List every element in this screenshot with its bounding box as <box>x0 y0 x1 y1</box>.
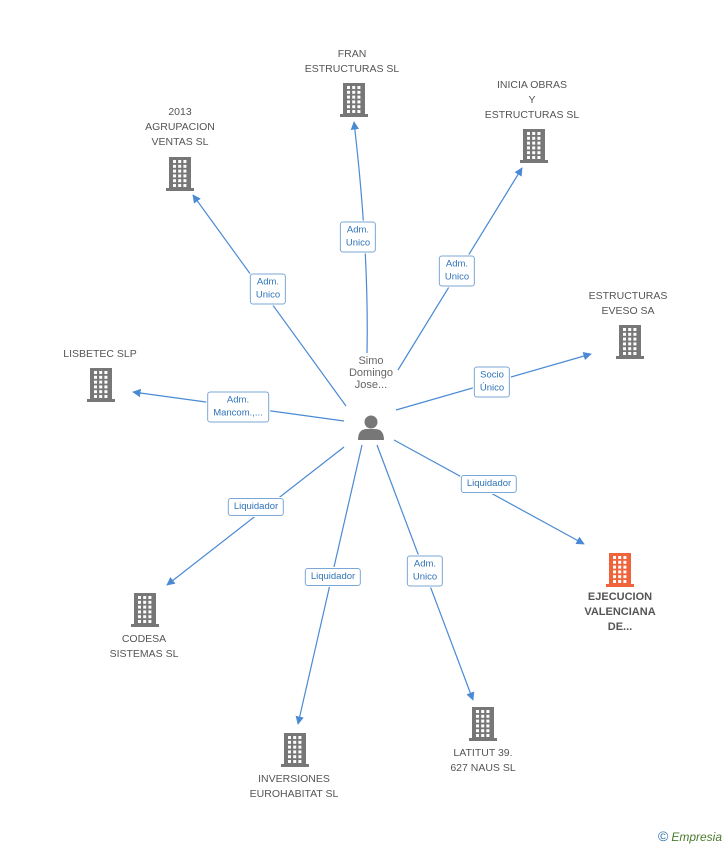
relation-label-latitut: Adm. Unico <box>406 555 444 587</box>
building-icon-agrupacion[interactable] <box>166 157 194 191</box>
person-name: Simo Domingo Jose... <box>348 355 394 391</box>
company-label-codesa[interactable]: CODESA SISTEMAS SL <box>109 633 179 660</box>
relation-label-inicia: Adm. Unico <box>438 255 476 287</box>
relation-label-eveso: Socio Único <box>473 366 511 398</box>
icons-layer <box>87 83 644 767</box>
relation-label-ejecucion: Liquidador <box>460 475 518 493</box>
building-icon-codesa[interactable] <box>131 593 159 627</box>
company-label-ejecucion[interactable]: EJECUCION VALENCIANA DE... <box>584 591 656 633</box>
company-label-fran[interactable]: FRAN ESTRUCTURAS SL <box>304 48 400 75</box>
relation-label-fran: Adm. Unico <box>339 221 377 253</box>
building-icon-latitut[interactable] <box>469 707 497 741</box>
copyright-icon: © <box>657 828 669 844</box>
company-label-agrupacion[interactable]: 2013 AGRUPACION VENTAS SL <box>145 106 215 148</box>
building-icon-inicia[interactable] <box>520 129 548 163</box>
edge-codesa <box>166 446 345 586</box>
building-icon-lisbetec[interactable] <box>87 368 115 402</box>
company-label-inversiones[interactable]: INVERSIONES EUROHABITAT SL <box>249 773 339 800</box>
building-icon-inversiones[interactable] <box>281 733 309 767</box>
relation-label-lisbetec: Adm. Mancom.,... <box>207 391 269 423</box>
company-label-inicia[interactable]: INICIA OBRAS Y ESTRUCTURAS SL <box>484 79 580 121</box>
brand-name: Empresia <box>671 830 722 844</box>
building-icon-eveso[interactable] <box>616 325 644 359</box>
relation-label-codesa: Liquidador <box>227 498 285 516</box>
company-label-latitut[interactable]: LATITUT 39. 627 NAUS SL <box>450 747 516 774</box>
company-label-eveso[interactable]: ESTRUCTURAS EVESO SA <box>588 290 668 317</box>
company-label-lisbetec[interactable]: LISBETEC SLP <box>63 348 137 360</box>
footer-brand: ©Empresia <box>658 828 722 844</box>
relation-label-agrupacion: Adm. Unico <box>249 273 287 305</box>
building-icon-fran[interactable] <box>340 83 368 117</box>
person-icon[interactable] <box>358 415 384 441</box>
building-icon-ejecucion[interactable] <box>606 553 634 587</box>
relation-label-inversiones: Liquidador <box>304 568 362 586</box>
